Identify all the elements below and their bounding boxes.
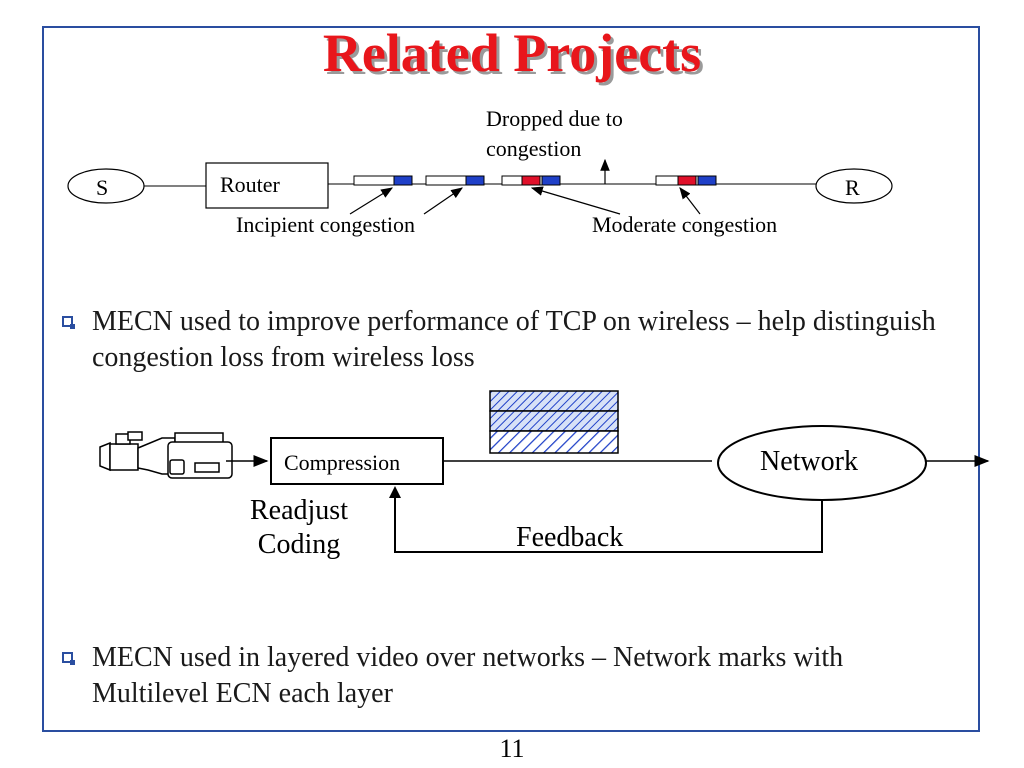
bullet-2: MECN used in layered video over networks… (62, 640, 962, 712)
page-title: Related Projects (322, 23, 702, 83)
page-number: 11 (499, 734, 525, 763)
bullet-1: MECN used to improve performance of TCP … (62, 304, 962, 376)
packet-3 (501, 175, 561, 186)
slide-frame (42, 26, 980, 732)
incipient-arrow-2 (423, 187, 463, 215)
router-box (205, 162, 329, 209)
receiver-node (815, 168, 893, 204)
layer-bar-2 (489, 410, 619, 432)
router-label: Router (220, 172, 280, 197)
feedback-label: Feedback (516, 522, 624, 553)
packet-2 (425, 175, 485, 186)
feedback-path (394, 496, 823, 553)
video-camera-icon (99, 431, 233, 479)
layer-stack (489, 390, 619, 454)
incipient-arrow-1 (349, 187, 394, 215)
video-diagram (99, 390, 990, 553)
layer-bar-1 (489, 390, 619, 412)
packet-1 (353, 175, 413, 186)
bullet-square-icon (62, 316, 75, 329)
bullet-2-text: MECN used in layered video over networks… (92, 642, 844, 709)
layer-bar-3 (489, 430, 619, 454)
moderate-label: Moderate congestion (592, 212, 778, 237)
receiver-label: R (845, 175, 860, 200)
compression-box (270, 437, 444, 485)
bullet-1-text: MECN used to improve performance of TCP … (92, 306, 936, 373)
incipient-label: Incipient congestion (236, 212, 416, 237)
network-label: Network (760, 446, 858, 477)
bullet-square-icon (62, 652, 75, 665)
compression-label: Compression (284, 450, 401, 475)
dropped-label: Dropped due to congestion (486, 106, 623, 161)
sender-label: S (96, 175, 109, 200)
moderate-arrow-1 (530, 186, 621, 215)
feedback-arrowhead (389, 486, 401, 498)
packet-4 (655, 175, 717, 186)
moderate-arrow-2 (679, 187, 701, 215)
top-diagram (67, 158, 893, 215)
readjust-coding-label: Readjust Coding (250, 495, 348, 560)
